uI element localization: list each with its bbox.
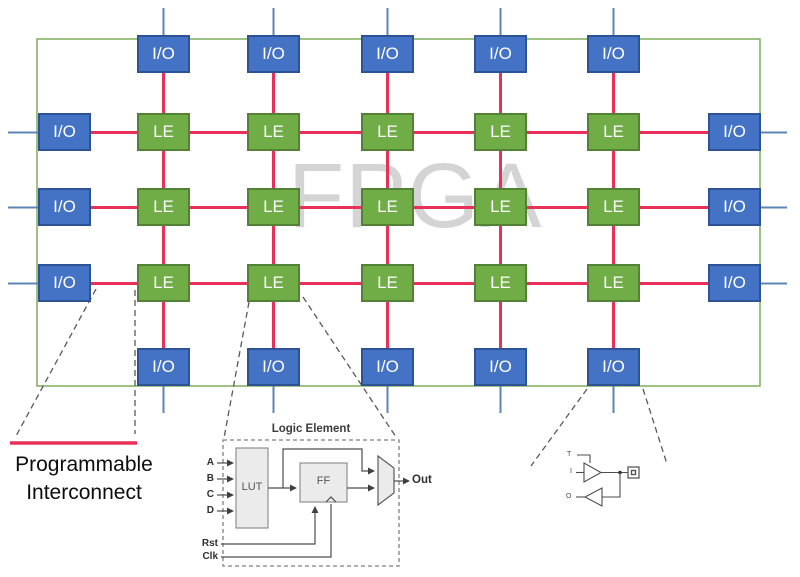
- clock-edge-symbol: [325, 496, 337, 503]
- io-label: I/O: [53, 273, 76, 292]
- mux-shape: [377, 454, 395, 507]
- io-label: I/O: [723, 273, 746, 292]
- io-block-top-4: I/O: [474, 35, 527, 73]
- le-label: LE: [377, 122, 398, 141]
- io-label: I/O: [262, 44, 285, 63]
- io-block-top-1: I/O: [137, 35, 190, 73]
- input-buffer: [583, 487, 603, 507]
- io-block-top-2: I/O: [247, 35, 300, 73]
- le-label: LE: [153, 197, 174, 216]
- le-label: LE: [263, 197, 284, 216]
- io-block-bottom-4: I/O: [474, 348, 527, 386]
- le-block-r2c5: LE: [587, 188, 640, 226]
- le-label: LE: [603, 122, 624, 141]
- ff-box: [299, 462, 348, 503]
- callout-le-right: [302, 296, 397, 438]
- buffer-output-label: O: [566, 493, 572, 500]
- io-label: I/O: [152, 44, 175, 63]
- io-label: I/O: [602, 357, 625, 376]
- wire-clk: [221, 504, 332, 558]
- clk-label: Clk: [202, 551, 218, 562]
- le-block-r2c3: LE: [361, 188, 414, 226]
- le-block-r1c2: LE: [247, 113, 300, 151]
- le-block-r1c3: LE: [361, 113, 414, 151]
- le-label: LE: [490, 197, 511, 216]
- io-block-bottom-2: I/O: [247, 348, 300, 386]
- tristate-label: T: [567, 451, 572, 458]
- io-block-bottom-1: I/O: [137, 348, 190, 386]
- le-label: LE: [377, 197, 398, 216]
- callout-buffer-right: [642, 388, 668, 465]
- logic-element-title: Logic Element: [271, 423, 351, 435]
- wire-tristate-enable: [577, 454, 591, 463]
- io-pad-inner: [630, 469, 637, 476]
- le-label: LE: [603, 273, 624, 292]
- le-label: LE: [153, 273, 174, 292]
- io-label: I/O: [723, 122, 746, 141]
- io-label: I/O: [53, 197, 76, 216]
- io-pad: [627, 466, 640, 479]
- programmable-interconnect-line2: Interconnect: [26, 480, 142, 504]
- io-label: I/O: [376, 357, 399, 376]
- programmable-interconnect-label: Programmable Interconnect: [0, 451, 168, 506]
- le-label: LE: [603, 197, 624, 216]
- callout-buffer-left: [530, 388, 588, 467]
- le-block-r2c1: LE: [137, 188, 190, 226]
- io-block-bottom-3: I/O: [361, 348, 414, 386]
- io-label: I/O: [723, 197, 746, 216]
- lut-box: [235, 447, 269, 529]
- ff-label: FF: [316, 475, 331, 487]
- le-label: LE: [153, 122, 174, 141]
- input-label-b: B: [206, 473, 214, 484]
- io-label: I/O: [376, 44, 399, 63]
- input-label-d: D: [206, 505, 214, 516]
- logic-element-detail-box: [222, 439, 400, 567]
- io-label: I/O: [602, 44, 625, 63]
- io-block-left-1: I/O: [38, 113, 91, 151]
- le-block-r3c2: LE: [247, 264, 300, 302]
- le-label: LE: [263, 273, 284, 292]
- input-label-c: C: [206, 489, 214, 500]
- le-block-r1c4: LE: [474, 113, 527, 151]
- le-block-r3c3: LE: [361, 264, 414, 302]
- io-block-bottom-5: I/O: [587, 348, 640, 386]
- le-block-r2c2: LE: [247, 188, 300, 226]
- io-block-left-3: I/O: [38, 264, 91, 302]
- tristate-buffer: [583, 462, 603, 483]
- le-block-r1c5: LE: [587, 113, 640, 151]
- io-label: I/O: [262, 357, 285, 376]
- programmable-interconnect-line1: Programmable: [15, 453, 153, 476]
- io-block-right-3: I/O: [708, 264, 761, 302]
- rst-label: Rst: [201, 538, 218, 549]
- io-block-top-3: I/O: [361, 35, 414, 73]
- le-block-r1c1: LE: [137, 113, 190, 151]
- io-label: I/O: [489, 357, 512, 376]
- io-block-top-5: I/O: [587, 35, 640, 73]
- le-block-r3c1: LE: [137, 264, 190, 302]
- wire-pad-to-input-buffer: [602, 472, 621, 498]
- io-block-right-1: I/O: [708, 113, 761, 151]
- le-block-r3c5: LE: [587, 264, 640, 302]
- io-block-left-2: I/O: [38, 188, 91, 226]
- buffer-input-label: I: [570, 468, 572, 475]
- io-label: I/O: [489, 44, 512, 63]
- le-label: LE: [377, 273, 398, 292]
- io-label: I/O: [152, 357, 175, 376]
- le-block-r2c4: LE: [474, 188, 527, 226]
- lut-label: LUT: [241, 481, 263, 493]
- le-label: LE: [490, 122, 511, 141]
- le-label: LE: [263, 122, 284, 141]
- callout-le-left: [223, 301, 250, 439]
- input-label-a: A: [206, 457, 214, 468]
- io-block-right-2: I/O: [708, 188, 761, 226]
- le-label: LE: [490, 273, 511, 292]
- le-block-r3c4: LE: [474, 264, 527, 302]
- io-label: I/O: [53, 122, 76, 141]
- out-label: Out: [412, 474, 432, 486]
- wire-rst: [221, 506, 319, 545]
- wire-lut-bypass-to-mux: [282, 448, 375, 488]
- callout-interconnect-left: [15, 288, 97, 437]
